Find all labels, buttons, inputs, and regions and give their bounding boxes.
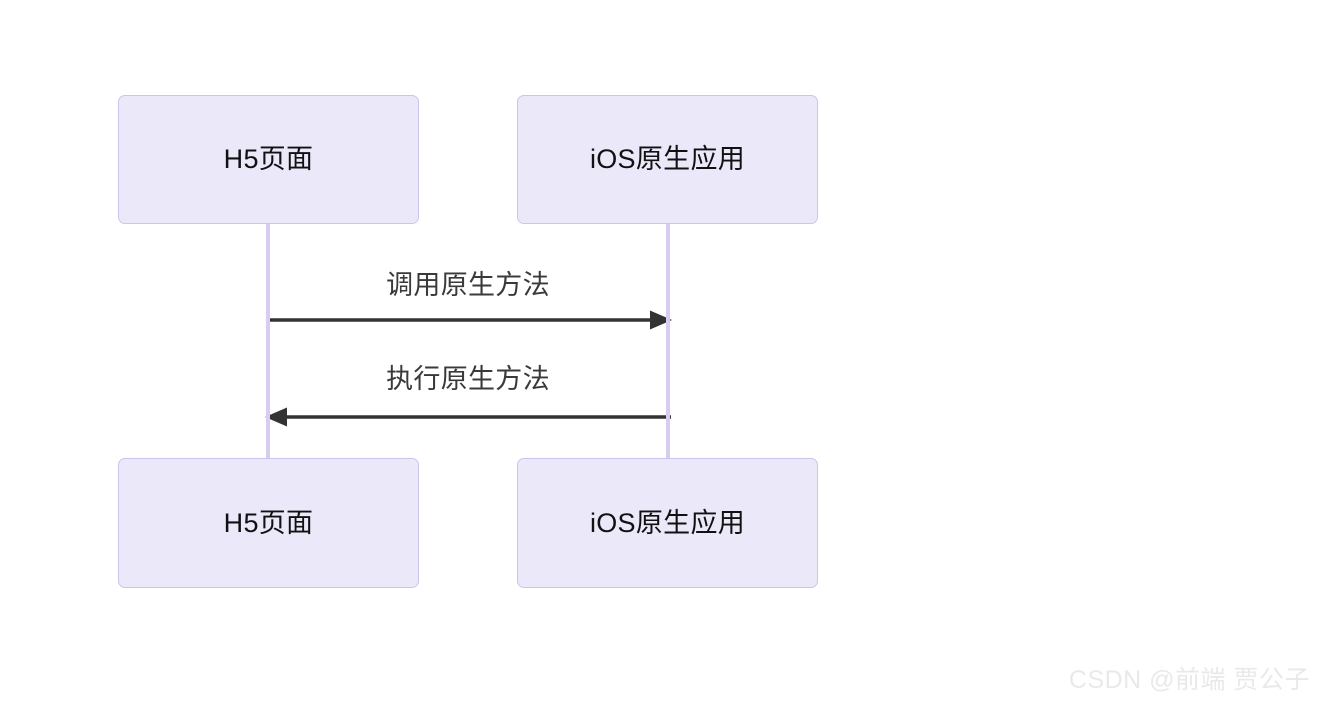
lifeline-h5 xyxy=(266,222,270,460)
participant-label-ios-bottom: iOS原生应用 xyxy=(589,507,746,538)
participant-label-h5-bottom: H5页面 xyxy=(223,507,314,538)
message-arrow-2-head-left xyxy=(265,407,287,427)
participant-label-ios-top: iOS原生应用 xyxy=(589,144,746,174)
participant-box-ios-bottom[interactable]: iOS原生应用 xyxy=(517,458,818,588)
message-arrow-1-head-right xyxy=(650,310,672,330)
message-arrow-2 xyxy=(265,407,671,427)
message-arrow-1 xyxy=(266,310,672,330)
message-label-2: 执行原生方法 xyxy=(386,364,550,394)
watermark-text: CSDN @前端 贾公子 xyxy=(1068,666,1310,694)
participant-label-h5-top: H5页面 xyxy=(223,144,314,174)
participant-box-h5-bottom[interactable]: H5页面 xyxy=(118,458,419,588)
message-label-1: 调用原生方法 xyxy=(386,270,550,300)
participant-box-h5-top[interactable]: H5页面 xyxy=(118,95,419,224)
participant-box-ios-top[interactable]: iOS原生应用 xyxy=(517,95,818,224)
lifeline-ios xyxy=(666,222,670,460)
